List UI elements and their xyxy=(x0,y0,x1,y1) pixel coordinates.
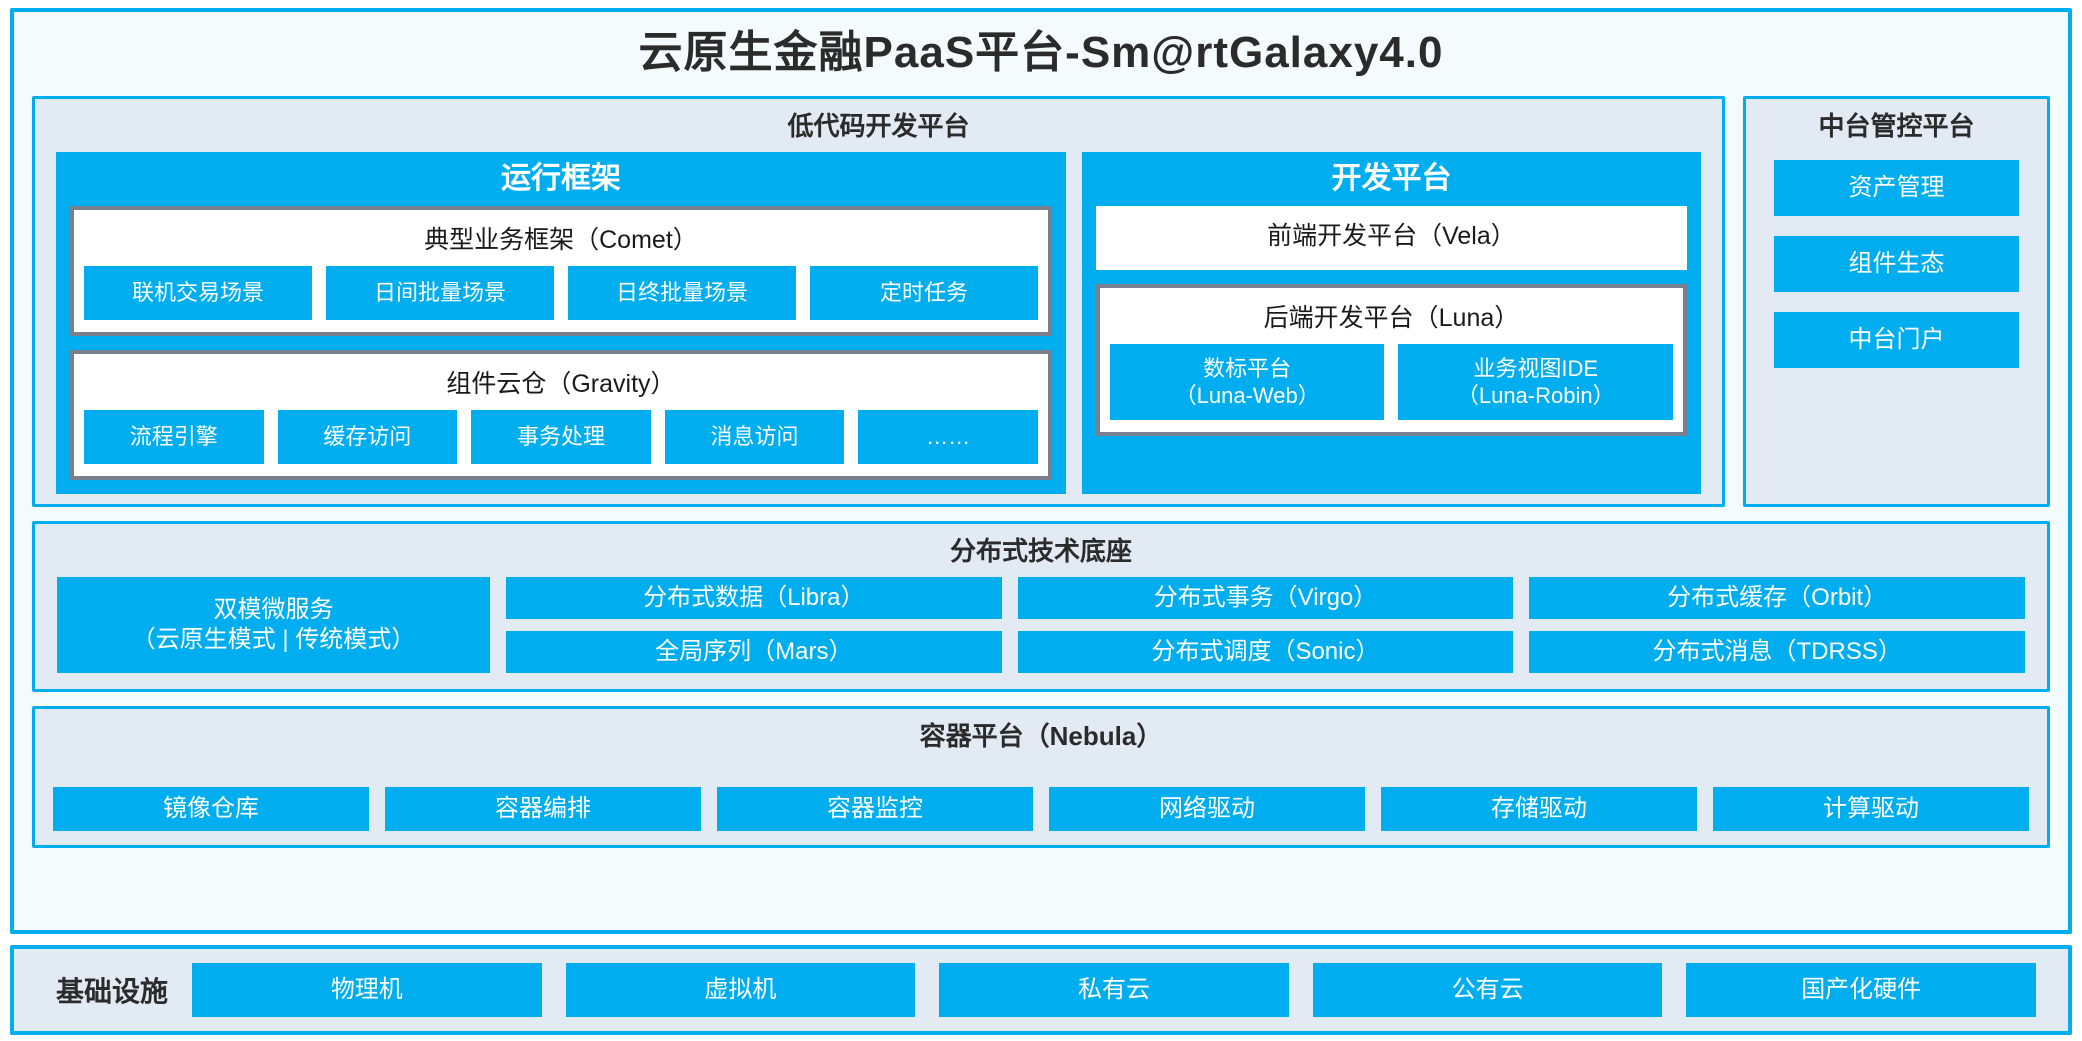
foundation-item-libra[interactable]: 分布式数据（Libra） xyxy=(505,577,1002,619)
gravity-item-more[interactable]: …… xyxy=(858,410,1038,464)
container-item-image-registry[interactable]: 镜像仓库 xyxy=(53,787,369,831)
runtime-framework-block: 运行框架 典型业务框架（Comet） 联机交易场景 日间批量场景 日终批量场景 … xyxy=(56,152,1066,494)
development-platform-block: 开发平台 前端开发平台（Vela） 后端开发平台（Luna） 数标平台 （Lun… xyxy=(1081,152,1701,494)
infrastructure-item-physical-machine[interactable]: 物理机 xyxy=(192,963,542,1017)
comet-item[interactable]: 日终批量场景 xyxy=(567,266,796,320)
comet-item[interactable]: 日间批量场景 xyxy=(325,266,554,320)
lowcode-platform-title: 低代码开发平台 xyxy=(787,111,970,141)
infrastructure-item-private-cloud[interactable]: 私有云 xyxy=(939,963,1289,1017)
luna-item-row: 数标平台 （Luna-Web） 业务视图IDE （Luna-Robin） xyxy=(1109,344,1673,420)
container-item-monitoring[interactable]: 容器监控 xyxy=(717,787,1033,831)
comet-item[interactable]: 定时任务 xyxy=(809,266,1038,320)
page-title: 云原生金融PaaS平台-Sm@rtGalaxy4.0 xyxy=(638,28,1444,77)
foundation-item-sonic[interactable]: 分布式调度（Sonic） xyxy=(1017,631,1514,673)
container-item-orchestration[interactable]: 容器编排 xyxy=(385,787,701,831)
vela-title: 前端开发平台（Vela） xyxy=(1267,222,1516,250)
lowcode-platform-panel: 低代码开发平台 运行框架 典型业务框架（Comet） 联机交易场景 日间批量场景… xyxy=(32,96,1725,507)
foundation-item-orbit[interactable]: 分布式缓存（Orbit） xyxy=(1529,577,2026,619)
foundation-columns: 分布式数据（Libra） 全局序列（Mars） 分布式事务（Virgo） 分布式… xyxy=(505,577,2026,673)
infrastructure-item-domestic-hardware[interactable]: 国产化硬件 xyxy=(1686,963,2036,1017)
foundation-column: 分布式数据（Libra） 全局序列（Mars） xyxy=(505,577,1002,673)
gravity-item[interactable]: 消息访问 xyxy=(664,410,845,464)
container-item-storage-driver[interactable]: 存储驱动 xyxy=(1381,787,1697,831)
vela-card: 前端开发平台（Vela） xyxy=(1095,206,1687,270)
top-row: 低代码开发平台 运行框架 典型业务框架（Comet） 联机交易场景 日间批量场景… xyxy=(32,96,2050,507)
foundation-column: 分布式缓存（Orbit） 分布式消息（TDRSS） xyxy=(1529,577,2026,673)
container-item-compute-driver[interactable]: 计算驱动 xyxy=(1713,787,2029,831)
infrastructure-item-public-cloud[interactable]: 公有云 xyxy=(1312,963,1663,1017)
luna-card: 后端开发平台（Luna） 数标平台 （Luna-Web） 业务视图IDE （Lu… xyxy=(1095,284,1687,436)
control-item-asset-management[interactable]: 资产管理 xyxy=(1774,160,2019,216)
distributed-foundation-title: 分布式技术底座 xyxy=(949,536,1132,566)
gravity-item[interactable]: 缓存访问 xyxy=(277,410,458,464)
distributed-foundation-panel: 分布式技术底座 双模微服务 （云原生模式 | 传统模式） 分布式数据（Libra… xyxy=(32,521,2050,692)
runtime-framework-title: 运行框架 xyxy=(500,162,621,195)
foundation-column: 分布式事务（Virgo） 分布式调度（Sonic） xyxy=(1017,577,1514,673)
foundation-item-virgo[interactable]: 分布式事务（Virgo） xyxy=(1017,577,1514,619)
infrastructure-item-row: 物理机 虚拟机 私有云 公有云 国产化硬件 xyxy=(192,963,2046,1017)
container-platform-panel: 容器平台（Nebula） 镜像仓库 容器编排 容器监控 网络驱动 存储驱动 计算… xyxy=(32,706,2050,848)
gravity-card: 组件云仓（Gravity） 流程引擎 缓存访问 事务处理 消息访问 …… xyxy=(70,350,1052,480)
foundation-item-mars[interactable]: 全局序列（Mars） xyxy=(505,631,1002,673)
infrastructure-panel: 基础设施 物理机 虚拟机 私有云 公有云 国产化硬件 xyxy=(10,945,2072,1035)
gravity-title: 组件云仓（Gravity） xyxy=(446,370,676,398)
comet-card: 典型业务框架（Comet） 联机交易场景 日间批量场景 日终批量场景 定时任务 xyxy=(70,206,1052,336)
infrastructure-label: 基础设施 xyxy=(56,976,169,1007)
luna-robin-item[interactable]: 业务视图IDE （Luna-Robin） xyxy=(1398,344,1673,420)
control-platform-title: 中台管控平台 xyxy=(1818,111,1975,141)
microservice-group: 双模微服务 （云原生模式 | 传统模式） xyxy=(57,577,490,673)
comet-item[interactable]: 联机交易场景 xyxy=(84,266,312,320)
comet-item-row: 联机交易场景 日间批量场景 日终批量场景 定时任务 xyxy=(84,266,1038,320)
platform-shell: 云原生金融PaaS平台-Sm@rtGalaxy4.0 低代码开发平台 运行框架 … xyxy=(10,8,2072,934)
dual-mode-microservice-item[interactable]: 双模微服务 （云原生模式 | 传统模式） xyxy=(57,577,490,673)
container-platform-title: 容器平台（Nebula） xyxy=(919,721,1163,751)
comet-title: 典型业务框架（Comet） xyxy=(424,226,698,254)
control-platform-panel: 中台管控平台 资产管理 组件生态 中台门户 xyxy=(1743,96,2050,507)
control-item-portal[interactable]: 中台门户 xyxy=(1774,312,2019,368)
control-item-component-ecosystem[interactable]: 组件生态 xyxy=(1774,236,2019,292)
gravity-item-row: 流程引擎 缓存访问 事务处理 消息访问 …… xyxy=(84,410,1038,464)
gravity-item[interactable]: 事务处理 xyxy=(471,410,651,464)
development-platform-title: 开发平台 xyxy=(1331,162,1452,195)
container-item-network-driver[interactable]: 网络驱动 xyxy=(1049,787,1365,831)
container-item-row: 镜像仓库 容器编排 容器监控 网络驱动 存储驱动 计算驱动 xyxy=(35,762,2047,845)
luna-web-item[interactable]: 数标平台 （Luna-Web） xyxy=(1109,344,1385,420)
gravity-item[interactable]: 流程引擎 xyxy=(84,410,264,464)
infrastructure-item-virtual-machine[interactable]: 虚拟机 xyxy=(565,963,916,1017)
luna-title: 后端开发平台（Luna） xyxy=(1263,304,1520,332)
foundation-item-tdrss[interactable]: 分布式消息（TDRSS） xyxy=(1529,631,2026,673)
